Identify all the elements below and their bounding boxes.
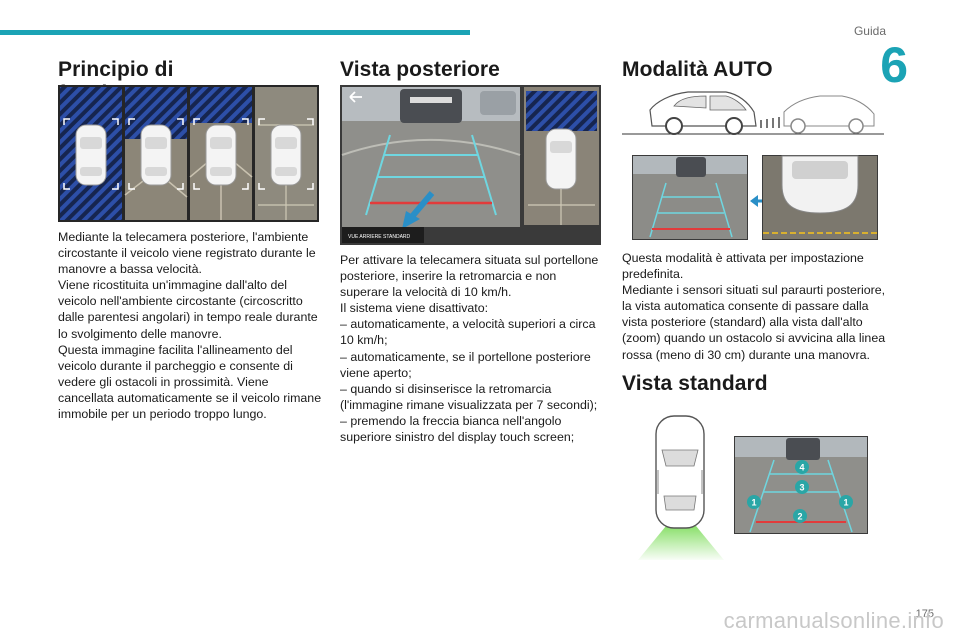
principio-paragraph: Questa immagine facilita l'allineamento … — [58, 342, 322, 422]
marker-label: 3 — [799, 483, 804, 493]
principio-paragraph: Mediante la telecamera posteriore, l'amb… — [58, 230, 316, 277]
rear-view-screen-figure: VUE ARRIERE STANDARD — [340, 85, 601, 245]
vista-paragraph: Il sistema viene disattivato: — [340, 301, 489, 316]
screen-label: VUE ARRIERE STANDARD — [348, 234, 411, 240]
principio-paragraph: Viene ricostituita un'immagine dall'alto… — [58, 278, 318, 341]
header-accent-bar — [0, 30, 470, 35]
heading-vista-posteriore: Vista posteriore — [340, 58, 500, 81]
page-number: 175 — [915, 608, 934, 620]
watermark: carmanualsonline.info — [723, 608, 944, 633]
column-modalita-auto: Modalità AUTO — [622, 58, 884, 82]
heading-modalita-auto: Modalità AUTO — [622, 58, 773, 81]
vista-list-item: – automaticamente, se il portellone post… — [340, 349, 591, 380]
principio-text: Mediante la telecamera posteriore, l'amb… — [58, 229, 324, 422]
auto-paragraph: Mediante i sensori situati sul paraurti … — [622, 283, 886, 362]
vista-list-item: – quando si disinserisce la retromarcia … — [340, 381, 598, 412]
car-approach-figure — [622, 91, 884, 135]
standard-view-guidelines-figure: 4 3 1 1 2 — [734, 436, 868, 534]
vista-posteriore-text: Per attivare la telecamera situata sul p… — [340, 252, 606, 445]
column-vista-posteriore: Vista posteriore — [340, 58, 602, 82]
marker-label: 1 — [843, 498, 848, 508]
top-view-sequence-figure — [58, 85, 319, 222]
heading-vista-standard: Vista standard — [622, 372, 768, 395]
chapter-number: 6 — [880, 37, 908, 93]
marker-label: 2 — [797, 512, 802, 522]
vista-list-item: – automaticamente, a velocità superiori … — [340, 317, 596, 348]
standard-view-car-figure — [638, 415, 724, 560]
auto-paragraph: Questa modalità è attivata per impostazi… — [622, 251, 864, 282]
vista-list-item: – premendo la freccia bianca nell'angolo… — [340, 413, 575, 445]
auto-mode-switch-figure — [632, 155, 878, 240]
marker-label: 4 — [799, 463, 804, 473]
vista-paragraph: Per attivare la telecamera situata sul p… — [340, 253, 599, 300]
marker-label: 1 — [751, 498, 756, 508]
modalita-auto-text: Questa modalità è attivata per impostazi… — [622, 250, 888, 363]
section-label: Guida — [853, 24, 886, 38]
